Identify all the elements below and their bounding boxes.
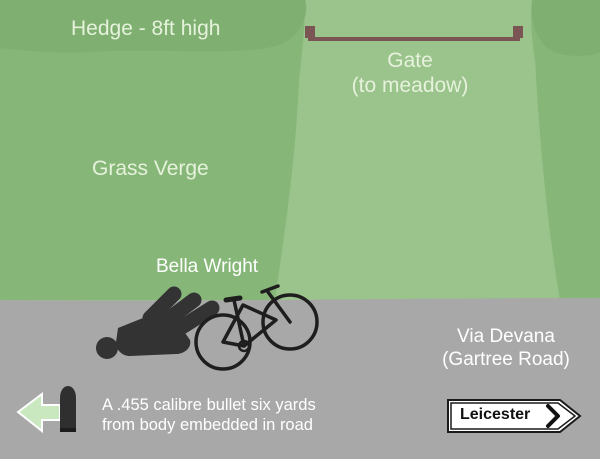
bullet-icon xyxy=(60,386,76,432)
hedge-label: Hedge - 8ft high xyxy=(71,17,221,40)
bullet-note-line2: from body embedded in road xyxy=(102,415,313,434)
gate-label-line1: Gate xyxy=(387,49,433,72)
hedge-right-top xyxy=(531,0,600,56)
road-label-line1: Via Devana xyxy=(457,326,555,347)
bullet-note: A .455 calibre bullet six yards from bod… xyxy=(102,396,316,436)
road-label-line2: (Gartree Road) xyxy=(442,348,570,370)
body-figure-icon xyxy=(96,286,220,359)
victim-label: Bella Wright xyxy=(156,256,259,277)
gate-label: Gate (to meadow) xyxy=(328,48,492,98)
road-label: Via Devana (Gartree Road) xyxy=(426,326,586,372)
gate-label-line2: (to meadow) xyxy=(351,74,469,98)
hedge-left-top xyxy=(0,0,307,53)
road-sign-label: Leicester xyxy=(460,406,531,423)
bullet-note-line1: A .455 calibre bullet six yards xyxy=(102,396,316,414)
grass-verge-label: Grass Verge xyxy=(92,157,209,180)
gate-icon xyxy=(305,26,523,41)
hedge-right xyxy=(531,0,600,300)
leicester-road-sign xyxy=(447,399,582,433)
bicycle-icon xyxy=(194,284,319,371)
hedge-left xyxy=(0,0,305,300)
road-sign-chevron-icon xyxy=(546,404,560,428)
